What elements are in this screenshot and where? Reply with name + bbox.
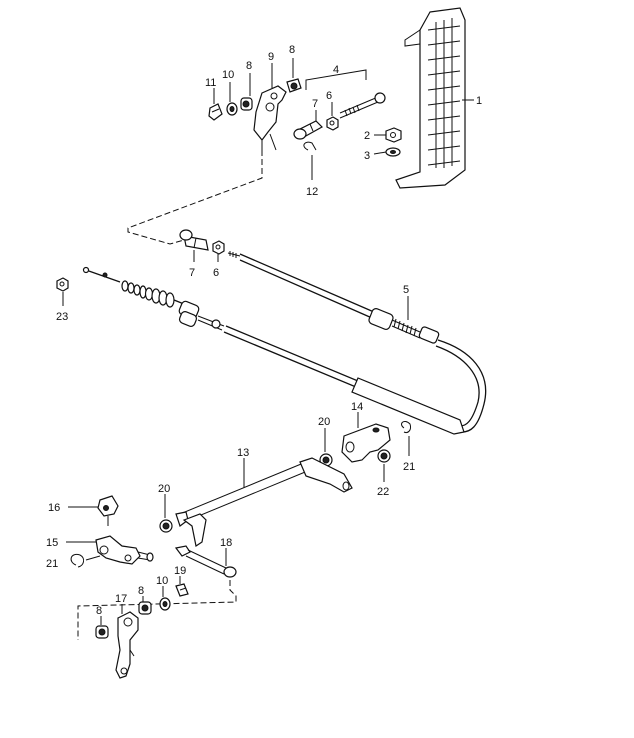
callout-1: 1	[476, 95, 482, 107]
callout-16: 16	[48, 502, 60, 514]
clip-part-12	[303, 141, 317, 151]
callout-13: 13	[237, 447, 249, 459]
callout-6-upper: 6	[326, 90, 332, 102]
callout-2: 2	[364, 130, 370, 142]
callout-8-top-left: 8	[246, 60, 252, 72]
callout-21-right: 21	[403, 461, 415, 473]
pushrod-assembly-4	[305, 69, 386, 119]
lever-bracket-part-9	[253, 85, 287, 151]
callout-18: 18	[220, 537, 232, 549]
bushing-part-22	[377, 449, 391, 463]
nut-part-2	[385, 127, 402, 143]
dashed-leader-lower	[77, 580, 237, 640]
nut-part-6-middle	[212, 240, 225, 255]
callout-10-lower: 10	[156, 575, 168, 587]
lever-part-17	[115, 611, 139, 679]
callout-8-lower-middle: 8	[138, 585, 144, 597]
callout-19: 19	[174, 565, 186, 577]
callout-10-top: 10	[222, 69, 234, 81]
accelerator-pedal	[395, 7, 474, 189]
clip-part-11	[208, 103, 223, 121]
nut-part-6-upper	[326, 116, 339, 131]
callout-23: 23	[56, 311, 68, 323]
bushing-part-8-lower-middle	[138, 601, 152, 615]
callout-11: 11	[205, 77, 216, 89]
callout-8-lower-left: 8	[96, 605, 102, 617]
callout-22: 22	[377, 486, 389, 498]
callout-5: 5	[403, 284, 409, 296]
accelerator-cable-part-5	[82, 251, 487, 435]
callout-20-right: 20	[318, 416, 330, 428]
bushing-part-8-lower-left	[95, 625, 109, 639]
washer-part-10-lower	[159, 597, 171, 611]
mounting-bracket-part-14	[341, 423, 391, 463]
callout-20-left: 20	[158, 483, 170, 495]
callout-21-left: 21	[46, 558, 58, 570]
ball-stud-part-16	[97, 495, 119, 526]
callout-14: 14	[351, 401, 363, 413]
connecting-rod-part-18	[174, 545, 237, 578]
callout-8-top-right: 8	[289, 44, 295, 56]
nut-part-23	[56, 277, 69, 292]
callout-17: 17	[115, 593, 127, 605]
bushing-part-8-top-left	[240, 97, 253, 111]
washer-part-10-top	[226, 102, 238, 116]
callout-4: 4	[333, 64, 339, 76]
circlip-part-21-right	[401, 421, 411, 433]
callout-7-middle: 7	[189, 267, 195, 279]
callout-9: 9	[268, 51, 274, 63]
ball-socket-part-7-upper	[293, 120, 323, 140]
circlip-part-21-left	[70, 553, 85, 568]
bushing-part-20-left	[159, 519, 173, 533]
callout-15: 15	[46, 537, 58, 549]
cross-shaft-part-13	[175, 457, 353, 547]
callout-3: 3	[364, 150, 370, 162]
callout-12: 12	[306, 186, 318, 198]
dashed-leader-upper	[127, 150, 263, 245]
clip-part-19	[175, 583, 189, 597]
lever-part-15	[95, 535, 154, 565]
washer-part-3	[385, 147, 401, 157]
bushing-part-8-top-right	[286, 78, 302, 93]
ball-socket-part-7-middle	[179, 229, 209, 251]
callout-6-middle: 6	[213, 267, 219, 279]
callout-7-upper: 7	[312, 98, 318, 110]
